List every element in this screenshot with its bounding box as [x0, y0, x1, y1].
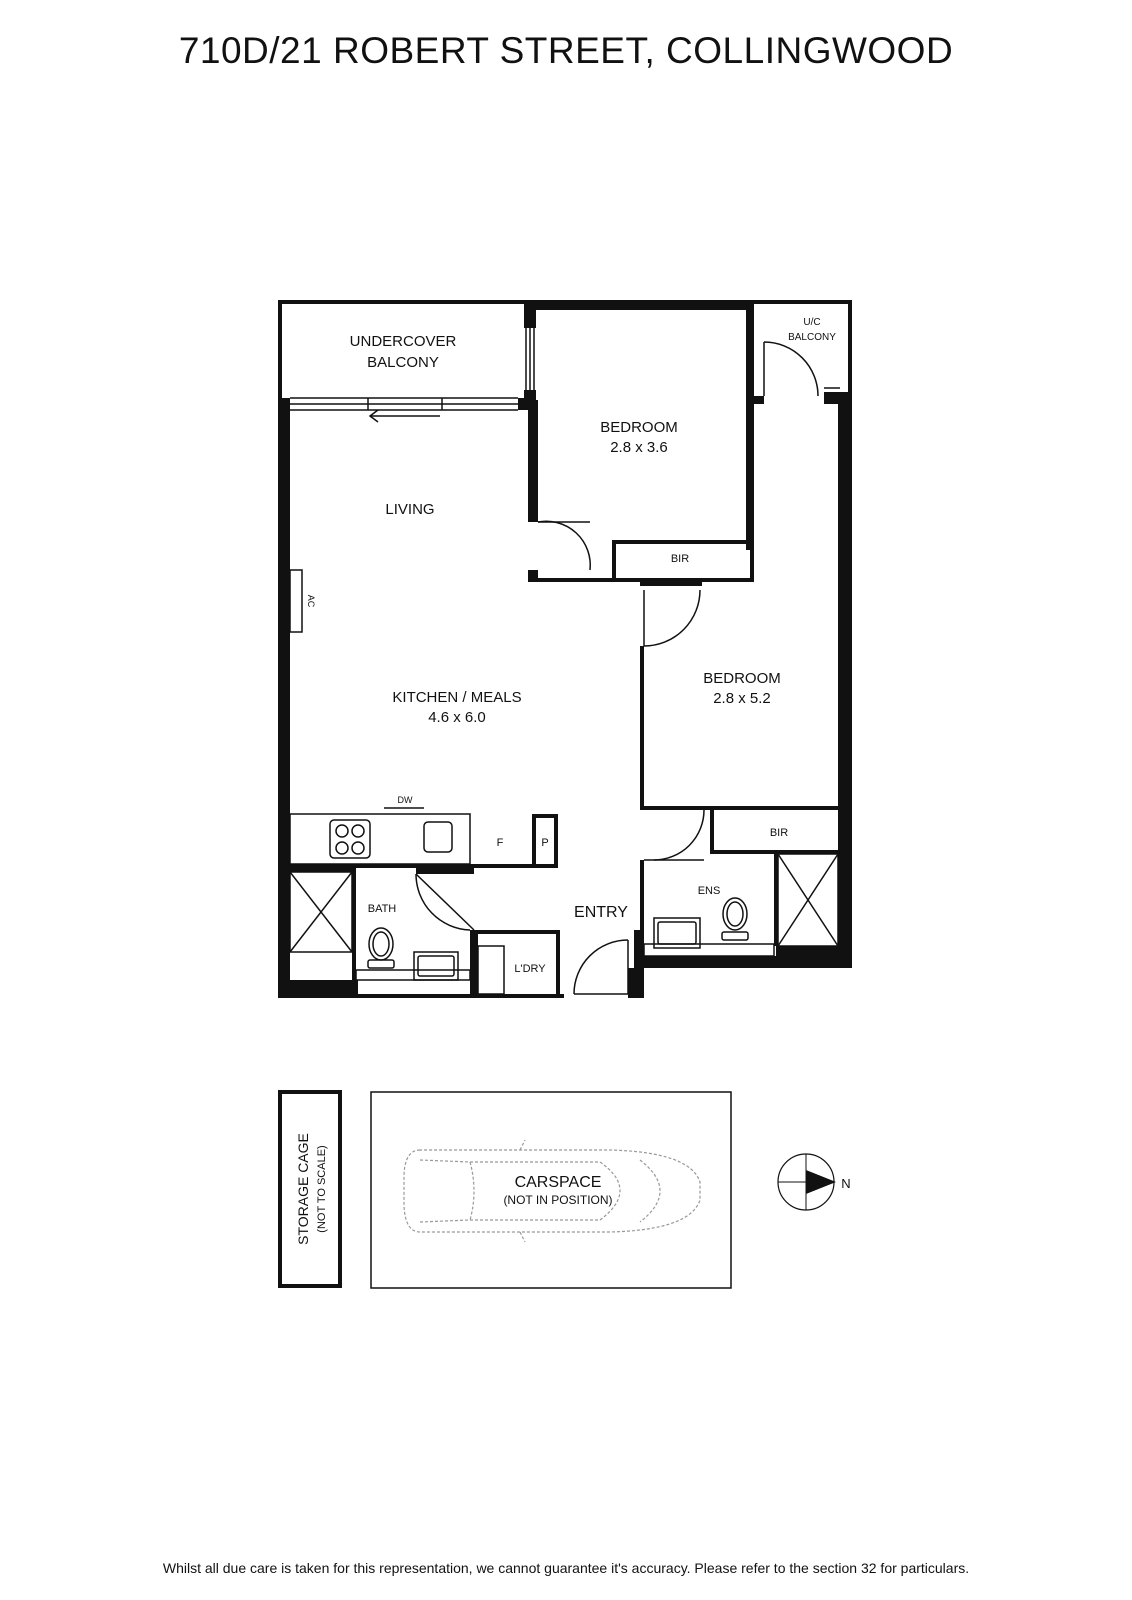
- label-pantry: P: [541, 837, 548, 849]
- label-laundry: L'DRY: [514, 963, 546, 975]
- label-bir-2: BIR: [770, 827, 788, 839]
- ac-unit: [289, 569, 303, 633]
- label-bedroom-2: BEDROOM: [703, 670, 781, 687]
- cooktop-icon: [329, 819, 371, 859]
- bath-vanity: [355, 951, 471, 981]
- toilet-icon: [367, 927, 395, 969]
- label-bedroom-1-size: 2.8 x 3.6: [610, 439, 668, 456]
- balcony-sliding-door: [290, 397, 518, 423]
- plan-title: 710D/21 ROBERT STREET, COLLINGWOOD: [178, 30, 954, 71]
- label-bedroom-1: BEDROOM: [600, 419, 678, 436]
- label-undercover-balcony-2: BALCONY: [367, 354, 439, 371]
- sink-icon: [423, 821, 453, 853]
- label-entry: ENTRY: [574, 904, 628, 921]
- compass-label: N: [841, 1176, 850, 1191]
- label-bedroom-2-size: 2.8 x 5.2: [713, 690, 771, 707]
- disclaimer: Whilst all due care is taken for this re…: [162, 1560, 970, 1576]
- ensuite-toilet-icon: [721, 897, 749, 941]
- door-swings: [415, 341, 819, 995]
- label-carspace-note: (NOT IN POSITION): [503, 1193, 612, 1207]
- car-outline-icon: [403, 1139, 701, 1243]
- label-undercover-balcony-1: UNDERCOVER: [350, 333, 457, 350]
- bedroom-window: [525, 328, 535, 390]
- label-kitchen-meals: KITCHEN / MEALS: [392, 689, 521, 706]
- ensuite-vanity: [643, 917, 775, 957]
- storage-cage: [278, 1090, 342, 1288]
- label-uc-balcony-1: U/C: [803, 317, 820, 328]
- laundry-fixture: [477, 945, 505, 995]
- label-kitchen-size: 4.6 x 6.0: [428, 709, 486, 726]
- room-labels: UNDERCOVER BALCONY U/C BALCONY BEDROOM 2…: [295, 317, 851, 1245]
- walls: [278, 300, 852, 998]
- ensuite-storage-cross: [777, 853, 839, 947]
- label-uc-balcony-2: BALCONY: [788, 332, 836, 343]
- label-dishwasher: DW: [398, 795, 413, 805]
- carspace: [370, 1091, 732, 1289]
- label-ac: AC: [306, 595, 316, 608]
- uc-balcony-door-frame: [824, 387, 840, 395]
- label-living: LIVING: [385, 501, 434, 518]
- label-fridge: F: [497, 837, 504, 849]
- bath-storage-cross: [289, 871, 353, 953]
- compass-icon: [777, 1153, 836, 1211]
- label-ensuite: ENS: [698, 885, 721, 897]
- label-carspace: CARSPACE: [515, 1174, 602, 1191]
- label-bir-1: BIR: [671, 553, 689, 565]
- label-storage-note: (NOT TO SCALE): [316, 1145, 328, 1232]
- label-bath: BATH: [368, 903, 397, 915]
- label-storage-cage: STORAGE CAGE: [295, 1133, 311, 1245]
- kitchen-bench: [289, 807, 471, 865]
